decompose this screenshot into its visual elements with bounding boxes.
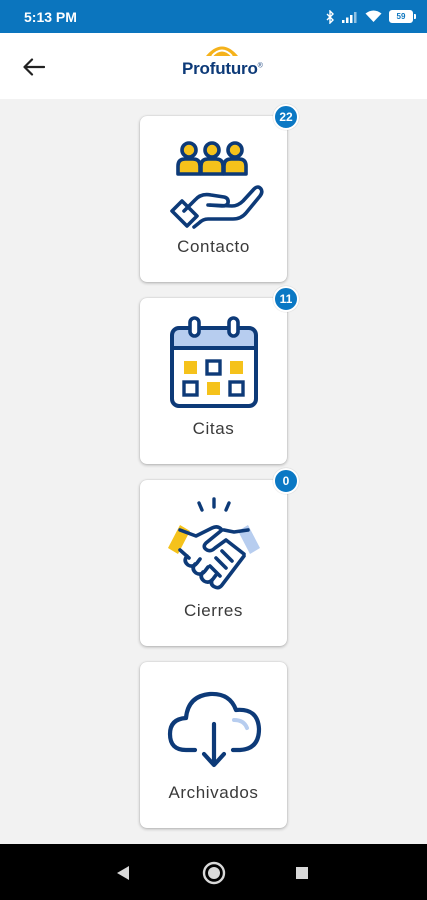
cloud-download-icon bbox=[167, 691, 262, 768]
signal-icon bbox=[342, 11, 357, 23]
card-label: Contacto bbox=[177, 237, 250, 256]
back-button[interactable] bbox=[14, 49, 54, 85]
nav-recents-button[interactable] bbox=[282, 858, 322, 888]
card-contacto[interactable]: Contacto bbox=[140, 116, 287, 282]
handshake-icon bbox=[168, 497, 260, 590]
status-time: 5:13 PM bbox=[24, 8, 77, 25]
wifi-icon bbox=[365, 10, 382, 22]
battery-icon: 59 bbox=[389, 10, 416, 23]
sun-logo-icon bbox=[206, 40, 238, 57]
card-citas[interactable]: Citas bbox=[140, 298, 287, 464]
card-cierres[interactable]: Cierres bbox=[140, 480, 287, 646]
status-bar: 5:13 PM 59 bbox=[0, 0, 427, 33]
card-label: Citas bbox=[192, 419, 235, 438]
status-icons: 59 bbox=[326, 9, 416, 24]
content-area: Contacto 22 Citas 11 bbox=[0, 99, 427, 844]
profuturo-logo: Profuturo® bbox=[178, 39, 278, 83]
app-header: Profuturo® bbox=[0, 33, 427, 99]
nav-home-button[interactable] bbox=[194, 858, 234, 888]
people-hand-icon bbox=[170, 141, 264, 229]
badge-citas: 11 bbox=[273, 286, 299, 312]
arrow-left-icon bbox=[23, 58, 45, 76]
brand-name: Profuturo® bbox=[182, 59, 263, 78]
bluetooth-icon bbox=[326, 9, 334, 24]
card-archivados[interactable]: Archivados bbox=[140, 662, 287, 828]
triangle-back-icon bbox=[117, 866, 129, 880]
square-recents-icon bbox=[296, 867, 308, 879]
card-label: Archivados bbox=[168, 783, 259, 802]
system-nav-bar bbox=[0, 844, 427, 900]
badge-contacto: 22 bbox=[273, 104, 299, 130]
circle-home-icon bbox=[202, 861, 226, 885]
calendar-icon bbox=[170, 316, 258, 408]
badge-cierres: 0 bbox=[273, 468, 299, 494]
nav-back-button[interactable] bbox=[103, 858, 143, 888]
card-label: Cierres bbox=[184, 601, 243, 620]
